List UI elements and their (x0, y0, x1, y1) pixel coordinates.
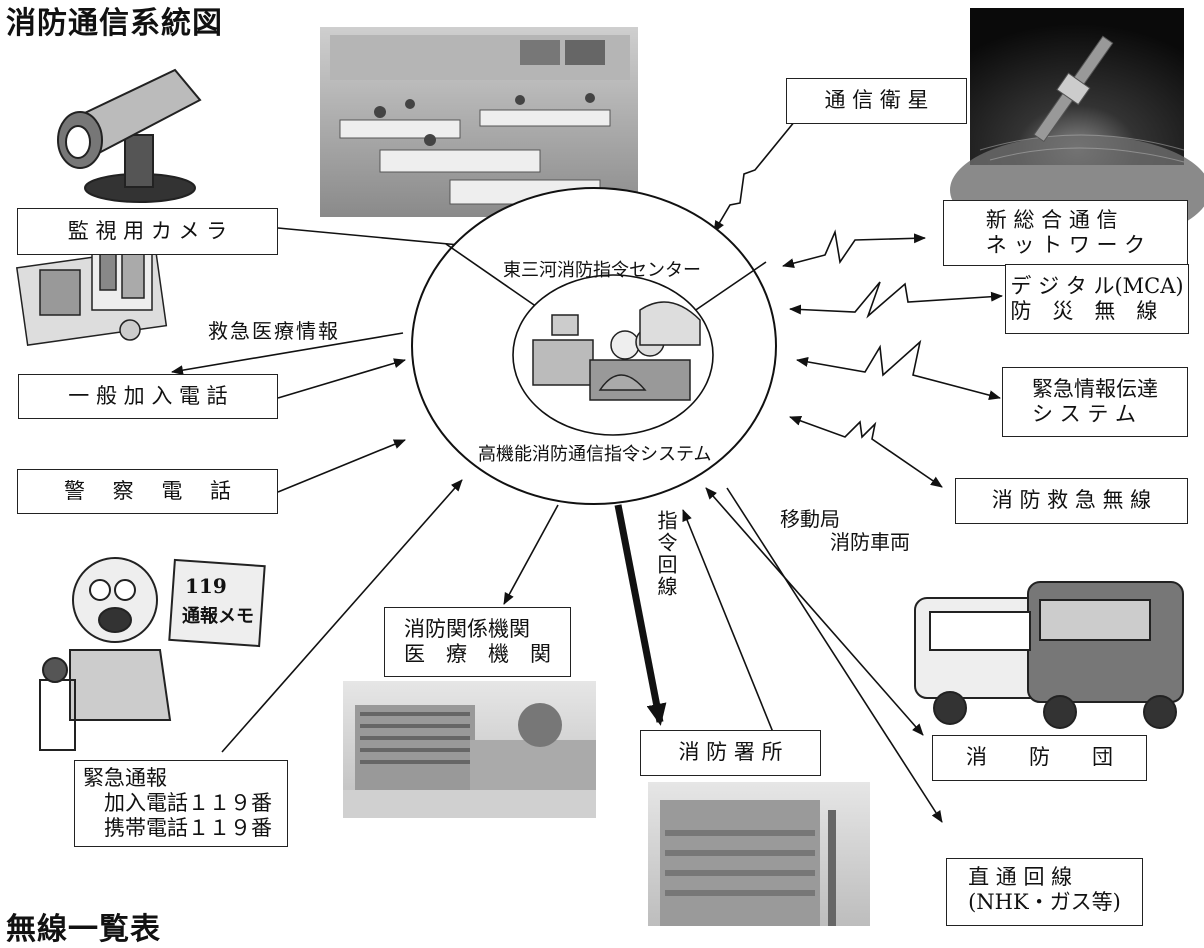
command-center (411, 187, 777, 505)
zig-radio (789, 416, 943, 488)
camera-box-label: 監 視 用 カ メ ラ (67, 218, 228, 243)
page-title: 消防通信系統図 (6, 6, 223, 41)
line-related (503, 504, 559, 605)
fire-station-box: 消 防 署 所 (640, 730, 821, 776)
center-bottom-label: 高機能消防通信指令システム (478, 444, 712, 465)
hospital-photo (343, 681, 596, 818)
center-top-label: 東三河消防指令センター (503, 260, 701, 281)
zig-digital (789, 281, 1003, 319)
network-box-label: 新 総 合 通 信 ネ ッ ト ワ ー ク (985, 207, 1146, 257)
operators-illustration (532, 301, 701, 401)
related-org-box-label: 消防関係機関 医 療 機 関 (404, 616, 551, 666)
footer-title: 無線一覧表 (6, 912, 161, 947)
svg-text:119: 119 (185, 574, 227, 598)
alert-system-box: 緊急情報伝達 シ ス テ ム (1002, 367, 1188, 437)
emergency-call-box-label: 緊急通報 加入電話１１９番 携帯電話１１９番 (83, 765, 272, 841)
fire-station-box-label: 消 防 署 所 (678, 740, 783, 765)
phone-box: 一 般 加 入 電 話 (18, 374, 278, 419)
radio-box: 消 防 救 急 無 線 (955, 478, 1188, 524)
line-emergency (221, 479, 463, 753)
line-camera (277, 227, 471, 250)
line-phone (277, 358, 406, 399)
command-line-label: 指令回線 (654, 510, 678, 598)
police-box-label: 警 察 電 話 (63, 478, 232, 503)
mobile-station-label: 移動局 (780, 507, 840, 531)
surveillance-camera-illustration (57, 68, 202, 203)
camera-box: 監 視 用 カ メ ラ (17, 208, 278, 255)
fire-trucks-illustration (914, 581, 1184, 729)
direct-line-box: 直 通 回 線 (NHK・ガス等) (946, 858, 1143, 926)
digital-radio-box-label: デ ジ タ ル(MCA) 防 災 無 線 (1010, 273, 1184, 323)
line-corps (705, 487, 924, 736)
digital-radio-box: デ ジ タ ル(MCA) 防 災 無 線 (1005, 264, 1189, 334)
network-box: 新 総 合 通 信 ネ ッ ト ワ ー ク (943, 200, 1188, 266)
medical-info-label: 救急医療情報 (208, 319, 340, 343)
zig-satellite (713, 120, 796, 233)
svg-text:通報メモ: 通報メモ (182, 605, 254, 627)
wireless-links (713, 120, 1003, 488)
radio-box-label: 消 防 救 急 無 線 (991, 488, 1152, 513)
related-org-box: 消防関係機関 医 療 機 関 (384, 607, 571, 677)
line-police (277, 439, 406, 493)
line-station-return (682, 509, 782, 753)
satellite-box: 通 信 衛 星 (786, 78, 967, 124)
fire-corps-box: 消 防 団 (932, 735, 1147, 781)
phone-box-label: 一 般 加 入 電 話 (68, 383, 228, 408)
direct-line-box-label: 直 通 回 線 (NHK・ガス等) (968, 865, 1121, 915)
connections (171, 227, 943, 823)
caller-illustration: 119 通報メモ (39, 557, 266, 751)
police-box: 警 察 電 話 (17, 469, 278, 514)
fire-vehicle-label: 消防車両 (830, 530, 910, 554)
zig-network (782, 229, 926, 269)
control-room-photo (320, 27, 638, 217)
alert-system-box-label: 緊急情報伝達 シ ス テ ム (1032, 376, 1158, 426)
emergency-call-box: 緊急通報 加入電話１１９番 携帯電話１１９番 (74, 760, 288, 847)
fire-station-photo (648, 782, 870, 926)
line-medical-info (171, 332, 404, 376)
command-line-arrow (614, 504, 667, 726)
line-direct (726, 487, 943, 823)
medical-kit-illustration (15, 239, 168, 346)
zig-alert (796, 339, 1001, 401)
satellite-box-label: 通 信 衛 星 (824, 88, 929, 113)
fire-corps-box-label: 消 防 団 (966, 745, 1113, 770)
